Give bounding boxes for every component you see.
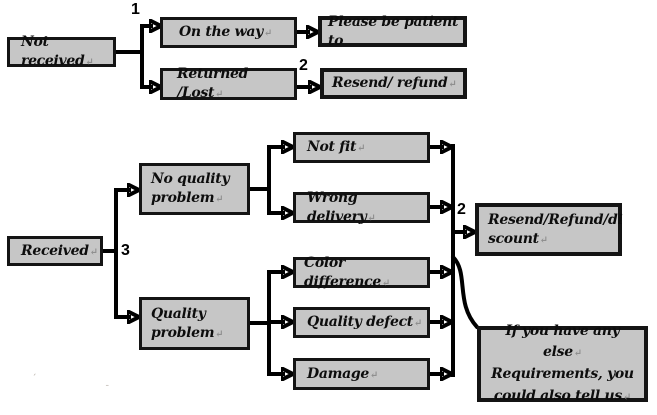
node-label: Wrong delivery↵ xyxy=(307,189,376,225)
node-label: Quality defect↵ xyxy=(307,314,423,331)
scan-artifact: ˊ xyxy=(32,374,37,384)
node-damage: Damage↵ xyxy=(293,358,430,390)
node-resend-refund: Resend/ refund↵ xyxy=(320,68,467,99)
branch-label-1: 1 xyxy=(131,1,140,18)
node-label: Please be patient to xyxy=(328,13,459,49)
node-label: Resend/ refund↵ xyxy=(332,75,457,92)
scan-artifact: ˍ xyxy=(105,377,110,387)
node-label: On the way↵ xyxy=(179,24,273,41)
node-label: Received↵ xyxy=(21,242,98,259)
node-label: Damage↵ xyxy=(307,365,379,382)
node-label: Returned /Lost↵ xyxy=(177,66,249,101)
node-not-received: Not received↵ xyxy=(7,34,116,69)
node-on-the-way: On the way↵ xyxy=(160,17,297,48)
branch-label-2-mid: 2 xyxy=(457,201,466,218)
branch-label-3: 3 xyxy=(121,242,130,259)
node-not-fit: Not fit↵ xyxy=(293,132,430,163)
node-label: Not received↵ xyxy=(21,34,94,69)
node-please-be-patient: Please be patient to xyxy=(318,14,467,49)
edge-curve-to-anyelse xyxy=(451,255,479,329)
node-color-difference: Color difference↵ xyxy=(293,255,430,290)
node-label: Color difference↵ xyxy=(304,254,391,290)
branch-label-2-top: 2 xyxy=(299,57,308,74)
node-returned-lost: Returned /Lost↵ xyxy=(160,66,297,101)
node-received: Received↵ xyxy=(7,236,103,266)
node-quality-defect: Quality defect↵ xyxy=(293,307,430,338)
node-label: Not fit↵ xyxy=(307,139,366,156)
node-wrong-delivery: Wrong delivery↵ xyxy=(293,190,430,225)
